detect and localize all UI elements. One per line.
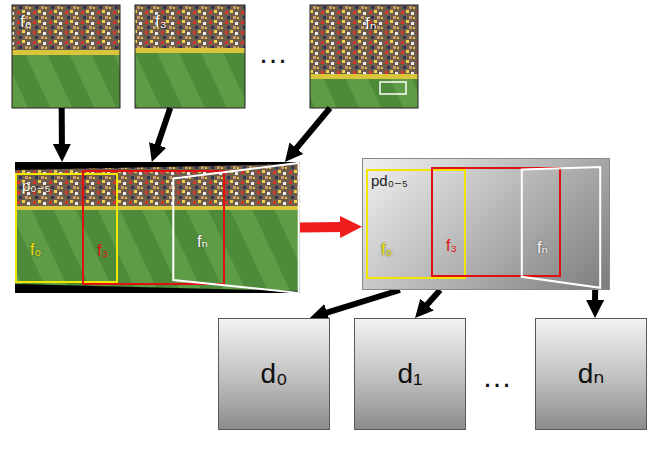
frame-thumbnail: fₙ [310,5,418,108]
ellipsis-label: … [258,38,288,68]
flow-arrow [592,290,598,302]
frame-label: f₃ [97,242,108,260]
frame-label: fₙ [537,239,548,257]
frame-thumbnail: f₃ [135,5,245,108]
frame-image [310,5,418,108]
panorama-box: p₀₋₅ f₀ f₃ fₙ [15,162,300,293]
frame-outline: fₙ [521,167,601,289]
frame-label: p₀₋₅ [22,178,51,195]
frame-image [135,5,245,108]
frame-outline: f₀ [366,169,466,279]
frame-label: f₃ [446,237,457,255]
depth-map-box: d₁ [354,318,466,430]
panorama-image [15,162,300,293]
flow-arrow [295,108,330,150]
flow-arrow [325,290,400,313]
frame-outline: fₙ [172,163,300,293]
depth-panorama-box: pd₀₋₅ f₀ f₃ fₙ [362,158,610,290]
frame-label: f₀ [30,241,41,259]
perspective-outline [521,167,601,289]
frame-image [12,5,120,108]
frame-thumbnail: f₀ [12,5,120,108]
frame-label: fₙ [365,15,377,34]
frame-label: fₙ [197,233,208,251]
perspective-outline [172,163,300,293]
frame-label: pd₀₋₅ [371,173,408,190]
ellipsis-label: … [482,362,512,392]
flow-arrow [59,108,65,146]
flow-arrow [426,290,440,306]
flow-arrow [157,108,170,147]
flow-arrow [300,222,342,233]
frame-outline: f₃ [82,170,225,285]
frame-outline: f₃ [431,167,561,277]
frame-label: f₃ [155,13,167,32]
frame-label: d₀ [260,359,287,390]
frame-label: f₀ [20,13,32,32]
frame-label: f₀ [381,241,392,259]
frame-label: d₁ [397,359,422,390]
frame-outline: f₀ [15,173,118,283]
depth-map-box: dₙ [535,318,647,430]
frame-label: dₙ [578,359,605,390]
depth-map-box: d₀ [218,318,330,430]
